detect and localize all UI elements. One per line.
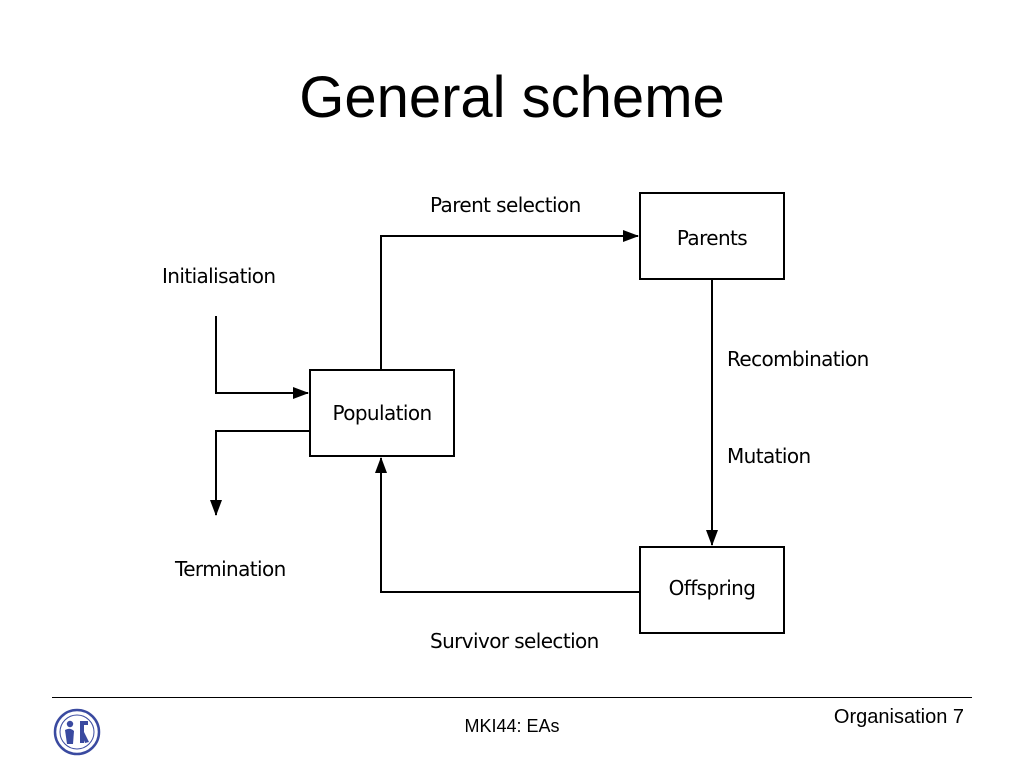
offspring-box <box>639 546 785 634</box>
slide-title: General scheme <box>299 65 725 130</box>
footer-divider <box>52 697 972 698</box>
survivor-selection-arrow <box>375 457 640 593</box>
survivor-selection-label: Survivor selection <box>430 629 599 653</box>
university-logo-icon <box>53 708 101 756</box>
population-label: Population <box>332 401 431 425</box>
footer-slide-number: Organisation 7 <box>833 706 964 728</box>
parent-selection-label: Parent selection <box>430 193 581 217</box>
termination-arrow <box>210 430 310 516</box>
parent-selection-arrow <box>380 230 639 370</box>
recombination-label: Recombination <box>727 347 869 371</box>
parents-box <box>639 192 785 280</box>
initialisation-arrow <box>215 316 309 399</box>
parents-label: Parents <box>677 226 747 250</box>
footer-course-label: MKI44: EAs <box>464 716 560 736</box>
initialisation-label: Initialisation <box>162 264 276 288</box>
termination-label: Termination <box>174 557 286 581</box>
offspring-label: Offspring <box>669 576 756 600</box>
mutation-label: Mutation <box>727 444 811 468</box>
